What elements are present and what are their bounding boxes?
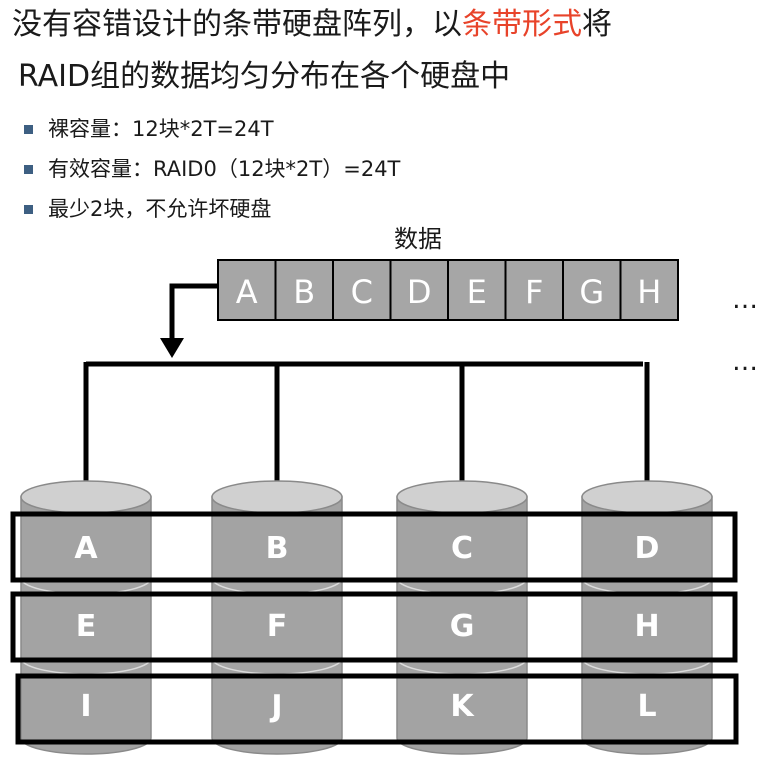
disk-3: C G K [396,480,528,755]
bullet-raw-capacity: 裸容量：12块*2T=24T [20,116,400,156]
disk-block-label: I [80,689,91,724]
data-block-cell [389,259,449,321]
data-block-label: G [579,273,604,311]
data-block-e: E [447,259,507,321]
disk-block-label: B [266,531,289,566]
disk-4: D H L [581,480,713,755]
disk-top [396,480,528,514]
data-block-c: C [332,259,392,321]
data-block-a: A [217,259,277,321]
data-block-cell [274,259,334,321]
data-label: 数据 [394,225,442,253]
data-block-g: G [562,259,622,321]
data-block-cell [504,259,564,321]
data-block-label: H [637,273,661,311]
data-block-b: B [274,259,334,321]
disk-block-label: H [634,609,659,644]
feed-arrowhead [160,338,184,358]
data-block-label: B [293,273,315,311]
title-line-2: RAID组的数据均匀分布在各个硬盘中 [18,59,511,94]
data-block-label: A [236,273,258,311]
stripe-row-1 [10,511,738,583]
disk-top [20,480,152,514]
bullet-minimum-disks: 最少2块，不允许坏硬盘 [20,196,400,236]
disk-block-label: C [451,531,473,566]
data-block-cell [332,259,392,321]
title-line-1: 没有容错设计的条带硬盘阵列，以条带形式将 [12,6,612,44]
disk-block-label: D [635,531,660,566]
disk-top [581,480,713,514]
disk-array: A E I B F J C G K D H L [20,480,713,755]
data-block-label: E [467,273,487,311]
ellipsis-bottom: … [732,347,758,377]
bullet-list: 裸容量：12块*2T=24T 有效容量：RAID0（12块*2T）=24T 最少… [20,116,400,236]
disk-block-label: A [74,531,98,566]
title-suffix: 将 [582,7,612,42]
data-block-h: H [619,259,679,321]
stripe-row-2 [10,591,738,663]
disk-1: A E I [20,480,152,755]
disk-block-label: K [450,689,475,724]
data-block-label: D [407,273,432,311]
data-block-label: C [351,273,373,311]
disk-block-label: L [637,689,656,724]
data-block-d: D [389,259,449,321]
disk-block-label: G [450,609,475,644]
ellipsis-top: … [732,285,758,315]
title-prefix: 没有容错设计的条带硬盘阵列，以 [12,7,462,42]
stripe-row-3 [15,673,739,745]
feed-line [169,283,218,340]
disk-block-label: J [269,689,282,724]
bullet-effective-capacity: 有效容量：RAID0（12块*2T）=24T [20,156,400,196]
data-block-label: F [525,273,543,311]
data-block-cell [619,259,679,321]
stripe-rows [10,511,739,745]
disk-2: B F J [211,480,343,755]
data-block-f: F [504,259,564,321]
disk-block-label: E [76,609,97,644]
title-highlight: 条带形式 [462,7,582,42]
data-block-cell [562,259,622,321]
data-block-cell [217,259,277,321]
disk-block-label: F [267,609,288,644]
disk-top [211,480,343,514]
